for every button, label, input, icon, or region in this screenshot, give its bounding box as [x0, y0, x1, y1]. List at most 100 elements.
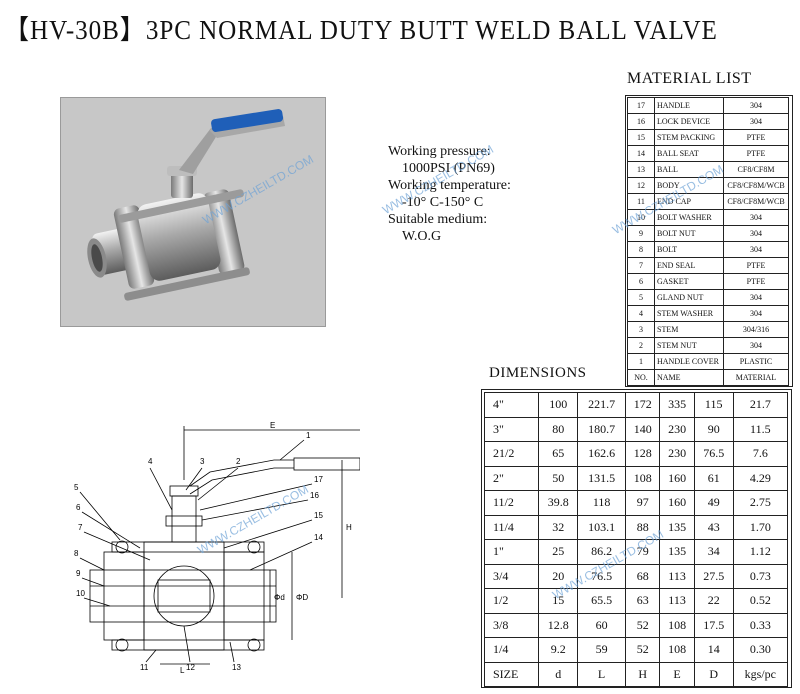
dimension-cell: 115 [693, 392, 734, 418]
dimension-cell: kgs/pc [732, 661, 789, 687]
material-cell-name: STEM [654, 321, 724, 338]
dimension-cell: 108 [659, 637, 695, 663]
dimension-cell: E [659, 661, 695, 687]
material-cell-name: STEM NUT [654, 337, 724, 354]
dimension-cell: 0.33 [732, 612, 789, 638]
material-cell-no: 13 [627, 161, 655, 178]
material-cell-material: CF8/CF8M/WCB [723, 177, 789, 194]
dim-label-d-large: ΦD [296, 593, 308, 602]
material-cell-no: 17 [627, 97, 655, 114]
dimension-cell: 15 [538, 588, 579, 614]
dimension-cell: 9.2 [538, 637, 579, 663]
dimension-cell: 2.75 [732, 490, 789, 516]
temperature-value: -10° C-150° C [402, 195, 484, 210]
part-number-label: 4 [148, 457, 153, 466]
dimension-cell: 100 [538, 392, 579, 418]
material-cell-material: PTFE [723, 273, 789, 290]
dimension-cell: 4.29 [732, 465, 789, 491]
part-number-label: 3 [200, 457, 205, 466]
material-cell-name: BOLT WASHER [654, 209, 724, 226]
material-cell-material: PTFE [723, 129, 789, 146]
dimension-cell: 27.5 [693, 563, 734, 589]
dimension-cell: 113 [659, 588, 695, 614]
dimension-cell: 335 [659, 392, 695, 418]
part-number-label: 9 [76, 569, 81, 578]
medium-value: W.O.G [402, 229, 442, 244]
dimension-cell: 1.12 [732, 539, 789, 565]
dimension-cell: 39.8 [538, 490, 579, 516]
material-cell-name: STEM PACKING [654, 129, 724, 146]
dimension-cell: 63 [625, 588, 661, 614]
dimension-cell: 76.5 [693, 441, 734, 467]
dimension-cell: 4" [483, 392, 540, 418]
material-cell-name: NAME [654, 369, 724, 386]
material-cell-name: GLAND NUT [654, 289, 724, 306]
material-cell-name: BOLT [654, 241, 724, 258]
page-title: 【HV-30B】3PC NORMAL DUTY BUTT WELD BALL V… [4, 15, 718, 45]
material-cell-no: 8 [627, 241, 655, 258]
material-cell-no: 12 [627, 177, 655, 194]
dimension-cell: 14 [693, 637, 734, 663]
dimension-cell: 7.6 [732, 441, 789, 467]
dimension-cell: 59 [577, 637, 627, 663]
dimension-cell: D [693, 661, 734, 687]
dimension-cell: H [625, 661, 661, 687]
dimension-cell: 221.7 [577, 392, 627, 418]
material-cell-name: BOLT NUT [654, 225, 724, 242]
handle-cover [211, 109, 284, 132]
dimension-cell: 131.5 [577, 465, 627, 491]
dimension-cell: 3/8 [483, 612, 540, 638]
dimension-cell: 21.7 [732, 392, 789, 418]
part-number-label: 13 [232, 663, 241, 672]
dim-label-l: L [180, 666, 185, 675]
dimension-cell: 1.70 [732, 514, 789, 540]
material-cell-material: 304 [723, 209, 789, 226]
material-cell-material: 304 [723, 97, 789, 114]
material-cell-material: 304/316 [723, 321, 789, 338]
dimension-cell: 20 [538, 563, 579, 589]
dimension-cell: 11.5 [732, 416, 789, 442]
dimension-cell: 160 [659, 490, 695, 516]
material-cell-no: 6 [627, 273, 655, 290]
dimension-cell: 25 [538, 539, 579, 565]
dimension-cell: 86.2 [577, 539, 627, 565]
dimension-cell: 52 [625, 637, 661, 663]
dimension-cell: 49 [693, 490, 734, 516]
dimension-cell: 65 [538, 441, 579, 467]
material-cell-material: PTFE [723, 145, 789, 162]
dimension-cell: 135 [659, 514, 695, 540]
dimension-cell: 65.5 [577, 588, 627, 614]
dimension-cell: 160 [659, 465, 695, 491]
dimension-cell: 12.8 [538, 612, 579, 638]
dimension-cell: 50 [538, 465, 579, 491]
material-cell-material: PLASTIC [723, 353, 789, 370]
dimension-cell: 1/4 [483, 637, 540, 663]
material-cell-no: 7 [627, 257, 655, 274]
material-cell-material: PTFE [723, 257, 789, 274]
material-cell-name: HANDLE [654, 97, 724, 114]
dimension-cell: 0.52 [732, 588, 789, 614]
material-cell-material: CF8/CF8M [723, 161, 789, 178]
dimension-cell: 17.5 [693, 612, 734, 638]
part-number-label: 14 [314, 533, 323, 542]
ball-valve-photo-illustration [87, 109, 285, 301]
dimension-cell: SIZE [483, 661, 540, 687]
material-list-title: MATERIAL LIST [627, 70, 752, 87]
material-cell-no: 3 [627, 321, 655, 338]
dimension-cell: 0.73 [732, 563, 789, 589]
dimension-cell: 230 [659, 441, 695, 467]
dimension-cell: 128 [625, 441, 661, 467]
